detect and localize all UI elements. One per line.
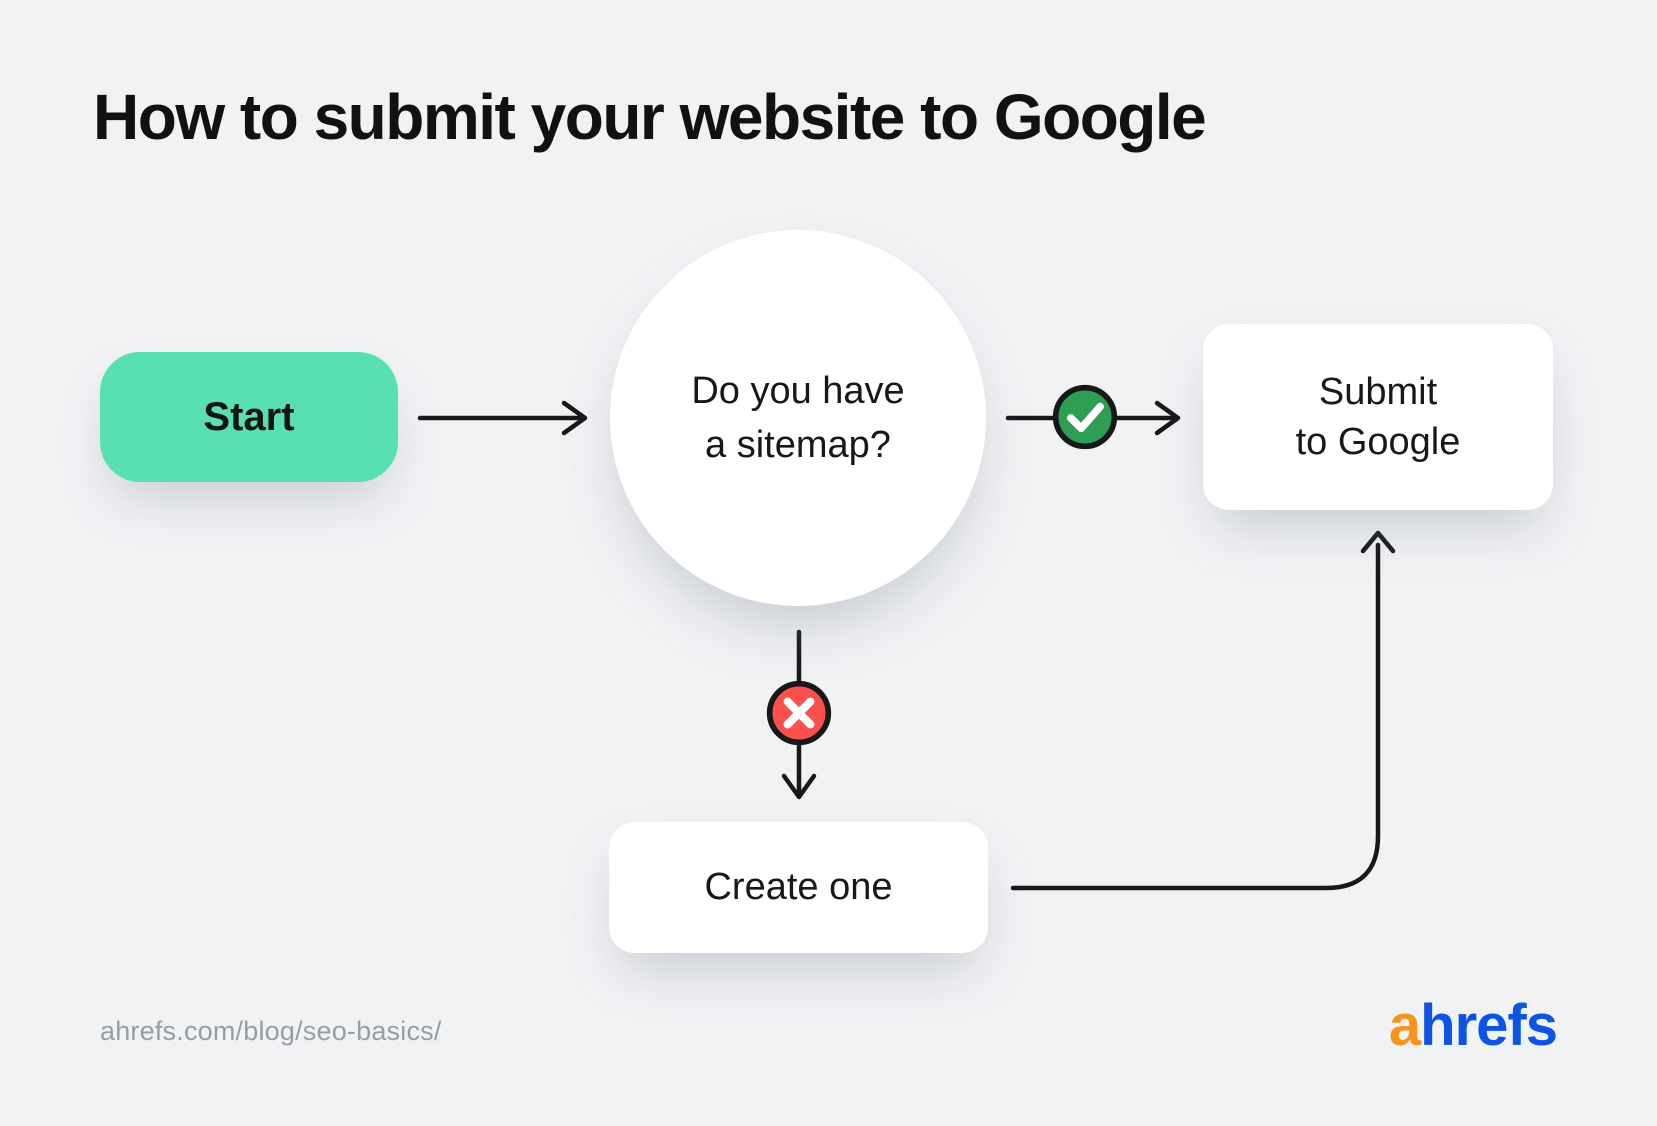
arrow-start-to-question	[417, 400, 588, 436]
no-badge	[764, 678, 834, 748]
node-question: Do you have a sitemap?	[610, 230, 986, 606]
node-start: Start	[100, 352, 398, 482]
yes-badge	[1050, 382, 1120, 452]
ahrefs-logo-hrefs: hrefs	[1420, 993, 1558, 1058]
question-label-line1: Do you have	[691, 370, 905, 412]
node-submit-to-google: Submit to Google	[1203, 324, 1553, 510]
start-label: Start	[203, 394, 295, 439]
ahrefs-logo-a: a	[1388, 993, 1421, 1058]
x-icon	[766, 680, 832, 746]
arrow-create-to-submit	[1010, 530, 1396, 891]
submit-label-line1: Submit	[1318, 371, 1438, 413]
submit-label-line2: to Google	[1295, 421, 1461, 463]
node-create-one: Create one	[609, 822, 988, 953]
create-label: Create one	[704, 866, 893, 908]
question-label-line2: a sitemap?	[705, 424, 891, 466]
page-title: How to submit your website to Google	[93, 81, 1207, 153]
check-icon	[1052, 384, 1118, 450]
source-url: ahrefs.com/blog/seo-basics/	[100, 1016, 442, 1046]
ahrefs-logo: ahrefs	[1388, 992, 1558, 1059]
